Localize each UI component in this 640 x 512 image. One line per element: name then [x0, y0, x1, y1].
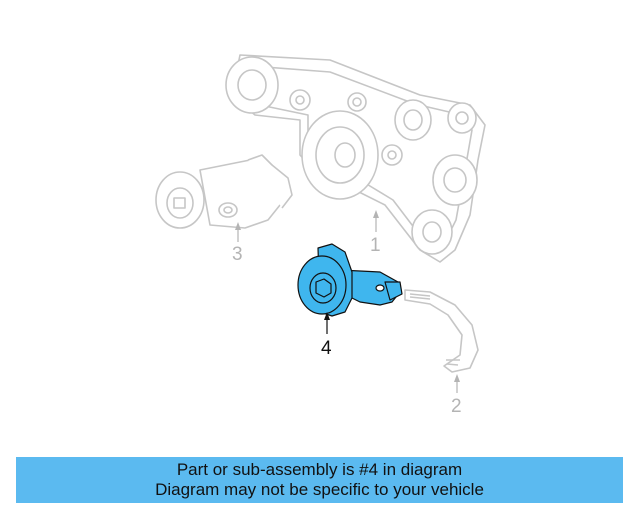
arrowhead-4: [324, 312, 330, 320]
callout-3: 3: [232, 244, 243, 265]
arrowhead-3: [235, 222, 241, 230]
idler-bracket-hole[interactable]: [375, 284, 385, 292]
tensioner-bracket: [247, 154, 293, 209]
idler-hex-bolt[interactable]: [315, 278, 332, 298]
pulley-far-right: [447, 102, 477, 134]
idler-bracket-tab[interactable]: [384, 281, 403, 301]
part-4-idler-pulley[interactable]: [297, 243, 403, 317]
tensioner-bolt: [218, 202, 238, 218]
info-banner: Part or sub-assembly is #4 in diagram Di…: [16, 457, 623, 503]
pulley-top-left: [225, 56, 279, 114]
pulley-mid-small: [347, 92, 367, 112]
leader-arrowheads: [235, 210, 460, 382]
banner-line-disclaimer: Diagram may not be specific to your vehi…: [155, 480, 484, 499]
arrowhead-2: [454, 374, 460, 382]
pulley-right-mid: [432, 154, 478, 206]
banner-line-part-number: Part or sub-assembly is #4 in diagram: [176, 460, 463, 479]
pulley-right-upper: [394, 99, 432, 141]
part-2-belt-segment: [404, 289, 479, 373]
parts-diagram: 1 3 2 4: [155, 54, 486, 417]
belt-segment-ribs: [409, 293, 460, 366]
arrowhead-1: [373, 210, 379, 218]
callout-1: 1: [370, 235, 381, 256]
tensioner-pulley: [155, 171, 205, 229]
callout-2: 2: [451, 396, 462, 417]
pulley-mid-lower: [381, 144, 403, 166]
callout-4[interactable]: 4: [321, 338, 332, 359]
pulley-idler-small: [289, 89, 311, 111]
pulley-bottom-right: [411, 209, 453, 255]
pulley-crankshaft: [301, 110, 379, 200]
belt-segment-body: [404, 289, 479, 373]
part-3-tensioner-assembly: [155, 154, 293, 229]
part-1-belt-drive-assembly: [225, 54, 486, 263]
